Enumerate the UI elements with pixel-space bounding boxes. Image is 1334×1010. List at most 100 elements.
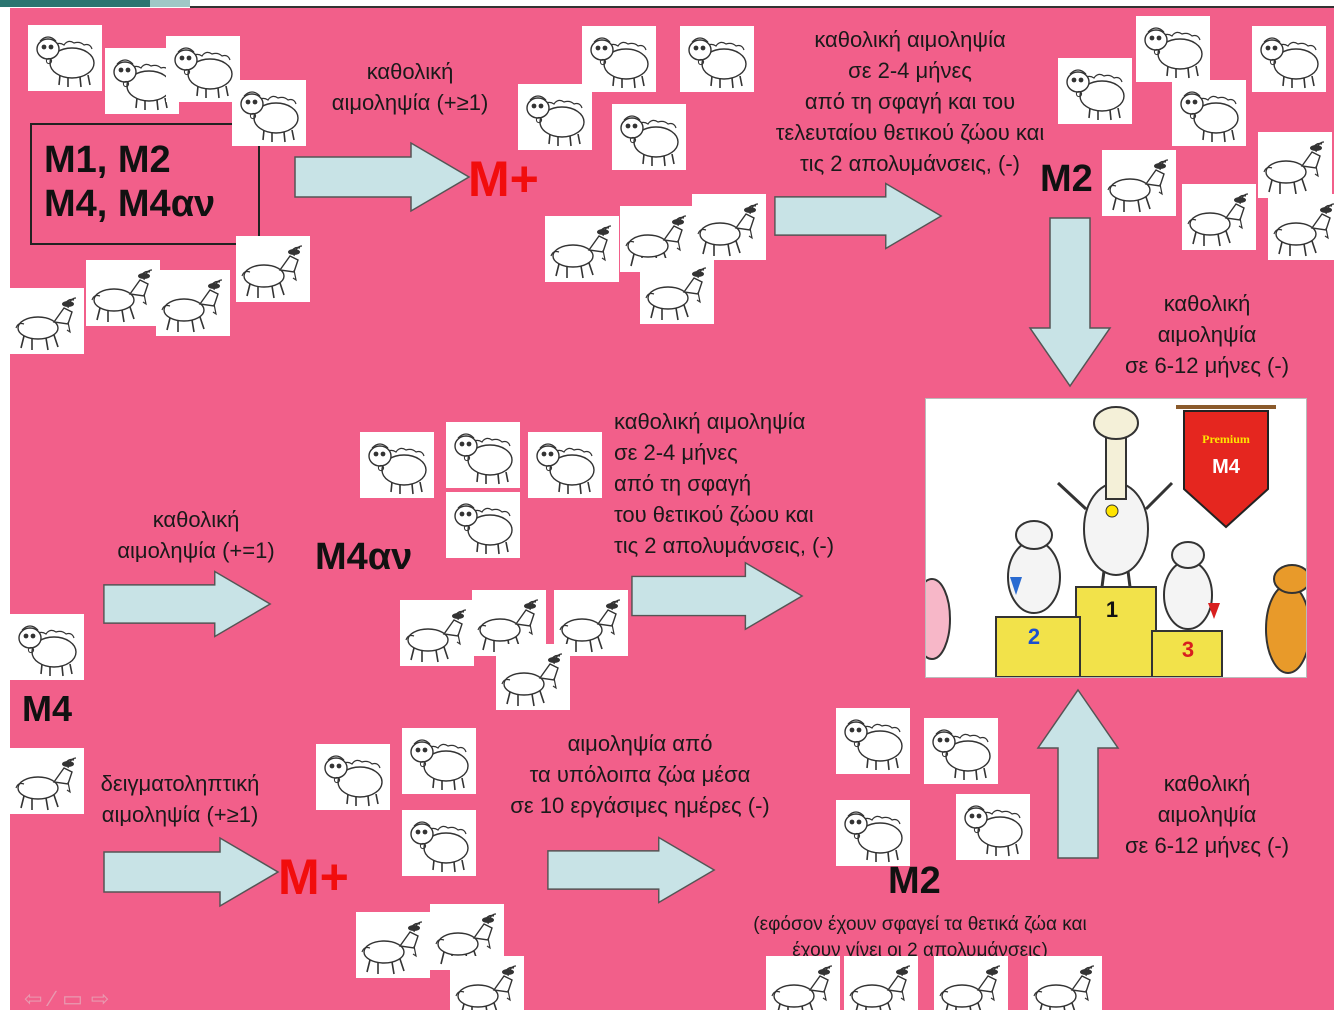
sheep-icon bbox=[402, 728, 476, 794]
sheep-icon bbox=[836, 800, 910, 866]
sheep-icon bbox=[1136, 16, 1210, 82]
sheep-icon bbox=[166, 36, 240, 102]
goat-icon bbox=[692, 194, 766, 260]
slide-navigation[interactable]: ⇦∕▭⇨ bbox=[24, 986, 117, 1010]
middle-arrow1-label-line2: αιμοληψία (+=1) bbox=[117, 538, 275, 563]
arrow-right-middle2 bbox=[630, 560, 806, 632]
up-arrow-label-line2: αιμοληψία bbox=[1157, 802, 1257, 827]
top-result-m-plus: M+ bbox=[468, 151, 539, 207]
sheep-icon bbox=[528, 432, 602, 498]
goat-icon bbox=[934, 956, 1008, 1010]
top-result-m2: M2 bbox=[1040, 158, 1093, 200]
bottom-arrow2-label: αιμοληψία από τα υπόλοιπα ζώα μέσα σε 10… bbox=[480, 728, 800, 821]
sheep-icon bbox=[28, 25, 102, 91]
bottom-condition-note-line1: (εφόσον έχουν σφαγεί τα θετικά ζώα και bbox=[753, 914, 1087, 935]
winner-podium-picture: Premium M4 1 2 3 bbox=[925, 398, 1307, 678]
sheep-icon bbox=[10, 614, 84, 680]
arrow-right-middle1 bbox=[102, 568, 274, 640]
bottom-arrow2-label-line3: σε 10 εργάσιμες ημέρες (-) bbox=[510, 793, 770, 818]
goat-icon bbox=[1258, 132, 1332, 198]
sheep-icon bbox=[232, 80, 306, 146]
diagram-canvas: M1, M2 M4, M4αν καθολική αιμοληψία (+≥1)… bbox=[10, 8, 1334, 1010]
middle-arrow2-label-line1: καθολική αιμοληψία bbox=[614, 409, 806, 434]
down-arrow-label-line2: αιμοληψία bbox=[1157, 322, 1257, 347]
bottom-result-m2: M2 bbox=[888, 860, 941, 902]
goat-icon bbox=[86, 260, 160, 326]
sheep-icon bbox=[680, 26, 754, 92]
goat-icon bbox=[450, 956, 524, 1010]
sheep-icon bbox=[582, 26, 656, 92]
corner-tab-light bbox=[150, 0, 190, 7]
middle-arrow2-label-line5: τις 2 απολυμάνσεις, (-) bbox=[614, 533, 835, 558]
top-arrow2-label: καθολική αιμοληψία σε 2-4 μήνες από τη σ… bbox=[710, 24, 1110, 179]
bottom-condition-note: (εφόσον έχουν σφαγεί τα θετικά ζώα και έ… bbox=[710, 912, 1130, 964]
goat-icon bbox=[766, 956, 840, 1010]
top-arrow2-label-line2: σε 2-4 μήνες bbox=[848, 58, 972, 83]
goat-icon bbox=[10, 748, 84, 814]
goat-icon bbox=[1102, 150, 1176, 216]
top-arrow1-label: καθολική αιμοληψία (+≥1) bbox=[310, 56, 510, 118]
arrow-right-top1 bbox=[293, 141, 473, 213]
goat-icon bbox=[10, 288, 84, 354]
middle-arrow2-label-line2: σε 2-4 μήνες bbox=[614, 440, 738, 465]
bottom-result-m-plus: M+ bbox=[278, 849, 349, 905]
top-arrow1-label-line2: αιμοληψία (+≥1) bbox=[331, 90, 489, 115]
arrow-right-top2 bbox=[773, 180, 945, 252]
sheep-icon bbox=[1172, 80, 1246, 146]
goat-icon bbox=[156, 270, 230, 336]
banner-premium-text: Premium bbox=[1202, 432, 1250, 446]
start-box bbox=[30, 123, 260, 245]
middle-arrow2-label-line3: από τη σφαγή bbox=[614, 471, 752, 496]
top-arrow2-label-line4: τελευταίου θετικού ζώου και bbox=[775, 120, 1045, 145]
top-arrow2-label-line3: από τη σφαγή και του bbox=[804, 89, 1016, 114]
middle-arrow2-label-line4: του θετικού ζώου και bbox=[614, 502, 814, 527]
goat-icon bbox=[545, 216, 619, 282]
middle-arrow1-label-line1: καθολική bbox=[152, 507, 240, 532]
start-box-line1: M1, M2 bbox=[44, 139, 171, 181]
next-slide-icon[interactable]: ⇨ bbox=[90, 986, 118, 1010]
goat-icon bbox=[1268, 194, 1334, 260]
sheep-icon bbox=[1058, 58, 1132, 124]
sheep-icon bbox=[836, 708, 910, 774]
top-border bbox=[190, 6, 1334, 8]
down-arrow-label-line3: σε 6-12 μήνες (-) bbox=[1124, 353, 1290, 378]
arrow-right-bottom1 bbox=[102, 836, 282, 908]
goat-icon bbox=[400, 600, 474, 666]
down-arrow-label: καθολική αιμοληψία σε 6-12 μήνες (-) bbox=[1102, 288, 1312, 381]
middle-arrow2-label: καθολική αιμοληψία σε 2-4 μήνες από τη σ… bbox=[614, 406, 924, 561]
podium-place-2: 2 bbox=[1028, 624, 1040, 649]
bottom-start-m4: M4 bbox=[22, 688, 73, 729]
down-arrow-label-line1: καθολική bbox=[1163, 291, 1251, 316]
goat-icon bbox=[640, 258, 714, 324]
sheep-icon bbox=[446, 422, 520, 488]
goat-icon bbox=[496, 644, 570, 710]
bottom-arrow1-label-line1: δειγματοληπτική bbox=[100, 771, 260, 796]
sheep-icon bbox=[612, 104, 686, 170]
bottom-condition-note-line2: έχουν γίνει οι 2 απολυμάνσεις) bbox=[792, 940, 1048, 961]
pen-icon[interactable]: ∕ bbox=[50, 986, 63, 1010]
sheep-icon bbox=[518, 84, 592, 150]
sheep-icon bbox=[924, 718, 998, 784]
arrow-down bbox=[1028, 216, 1112, 388]
bottom-arrow1-label: δειγματοληπτική αιμοληψία (+≥1) bbox=[80, 768, 280, 830]
goat-icon bbox=[356, 912, 430, 978]
goat-icon bbox=[236, 236, 310, 302]
arrow-right-bottom2 bbox=[546, 834, 718, 906]
previous-slide-icon[interactable]: ⇦ bbox=[24, 986, 51, 1010]
up-arrow-label: καθολική αιμοληψία σε 6-12 μήνες (-) bbox=[1102, 768, 1312, 861]
start-box-text: M1, M2 M4, M4αν bbox=[44, 138, 215, 226]
start-box-line2: M4, M4αν bbox=[44, 183, 216, 225]
goat-icon bbox=[1182, 184, 1256, 250]
bottom-arrow2-label-line1: αιμοληψία από bbox=[567, 731, 713, 756]
menu-icon[interactable]: ▭ bbox=[62, 986, 91, 1010]
sheep-icon bbox=[446, 492, 520, 558]
top-arrow1-label-line1: καθολική bbox=[366, 59, 454, 84]
banner-m4-text: M4 bbox=[1212, 456, 1241, 478]
podium-place-1: 1 bbox=[1106, 597, 1118, 622]
bottom-arrow1-label-line2: αιμοληψία (+≥1) bbox=[101, 802, 259, 827]
goat-icon bbox=[844, 956, 918, 1010]
up-arrow-label-line1: καθολική bbox=[1163, 771, 1251, 796]
up-arrow-label-line3: σε 6-12 μήνες (-) bbox=[1124, 833, 1290, 858]
goat-icon bbox=[1028, 956, 1102, 1010]
